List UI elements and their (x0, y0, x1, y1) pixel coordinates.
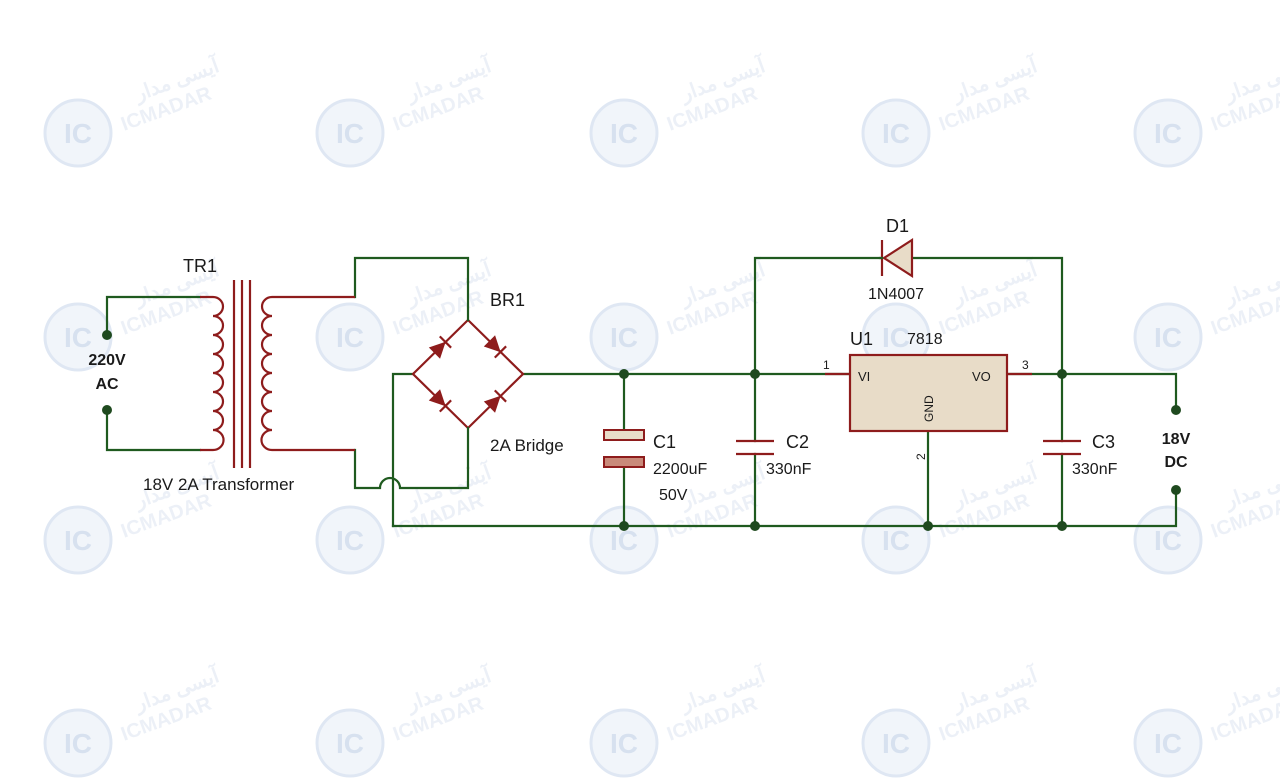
c1-ref-label: C1 (653, 432, 676, 452)
svg-text:IC: IC (610, 728, 638, 759)
u1-ref-label: U1 (850, 329, 873, 349)
watermark-logo-icon (315, 505, 385, 575)
c3-ref-label: C3 (1092, 432, 1115, 452)
u1-value-label: 7818 (907, 331, 943, 348)
capacitor-c2 (736, 439, 774, 456)
watermark-logo-icon (43, 505, 113, 575)
u1-vi-pin-label: VI (858, 369, 870, 384)
watermark-logo-icon (1133, 98, 1203, 168)
diode-d1 (878, 237, 914, 279)
regulator-u1 (825, 353, 1032, 433)
watermark-logo-icon (861, 505, 931, 575)
svg-text:IC: IC (64, 118, 92, 149)
c2-ref-label: C2 (786, 432, 809, 452)
bridge-ref-label: BR1 (490, 290, 525, 310)
svg-text:IC: IC (64, 728, 92, 759)
u1-pin1-number: 1 (823, 358, 830, 372)
d1-ref-label: D1 (886, 216, 909, 236)
ac-voltage-label: 220V (88, 352, 126, 369)
watermark-logo-icon (1133, 505, 1203, 575)
wires (105, 256, 1178, 528)
c3-value-label: 330nF (1072, 461, 1118, 478)
capacitor-c1 (603, 429, 645, 468)
svg-text:IC: IC (882, 118, 910, 149)
svg-text:IC: IC (336, 322, 364, 353)
svg-text:IC: IC (882, 322, 910, 353)
svg-text:IC: IC (1154, 118, 1182, 149)
watermark-logo-icon (1133, 708, 1203, 778)
svg-text:IC: IC (336, 525, 364, 556)
svg-text:IC: IC (64, 525, 92, 556)
watermark-logo-icon (861, 708, 931, 778)
u1-vo-pin-label: VO (972, 369, 991, 384)
u1-pin3-number: 3 (1022, 358, 1029, 372)
u1-gnd-pin-label: GND (922, 395, 936, 422)
c1-voltage-label: 50V (659, 487, 688, 504)
watermark-logo-icon (315, 98, 385, 168)
watermark-logo-icon (43, 98, 113, 168)
transformer-ref-label: TR1 (183, 256, 217, 276)
watermark-logo-icon (1133, 302, 1203, 372)
svg-text:IC: IC (336, 728, 364, 759)
bridge-desc-label: 2A Bridge (490, 436, 564, 455)
ac-type-label: AC (95, 376, 119, 393)
u1-pin2-number: 2 (914, 453, 928, 460)
svg-text:IC: IC (64, 322, 92, 353)
svg-text:IC: IC (610, 118, 638, 149)
watermark-logo-icon (315, 302, 385, 372)
capacitor-c3 (1043, 439, 1081, 456)
c1-value-label: 2200uF (653, 461, 707, 478)
bridge-rectifier-br1 (411, 280, 525, 470)
transformer-desc-label: 18V 2A Transformer (143, 475, 295, 494)
watermark-logo-icon (589, 98, 659, 168)
svg-text:IC: IC (610, 322, 638, 353)
terminals (102, 330, 1181, 495)
svg-text:IC: IC (882, 525, 910, 556)
watermark-logo-icon (589, 708, 659, 778)
watermark-logo-icon (861, 98, 931, 168)
junctions (619, 369, 1067, 531)
svg-text:IC: IC (1154, 728, 1182, 759)
svg-text:IC: IC (1154, 525, 1182, 556)
svg-text:IC: IC (1154, 322, 1182, 353)
svg-text:IC: IC (336, 118, 364, 149)
watermark-logo-icon (315, 708, 385, 778)
watermark-logo-icon (43, 708, 113, 778)
d1-value-label: 1N4007 (868, 286, 924, 303)
transformer-tr1 (200, 280, 355, 468)
dc-voltage-label: 18V (1162, 431, 1191, 448)
svg-text:IC: IC (882, 728, 910, 759)
c2-value-label: 330nF (766, 461, 812, 478)
dc-type-label: DC (1164, 454, 1188, 471)
